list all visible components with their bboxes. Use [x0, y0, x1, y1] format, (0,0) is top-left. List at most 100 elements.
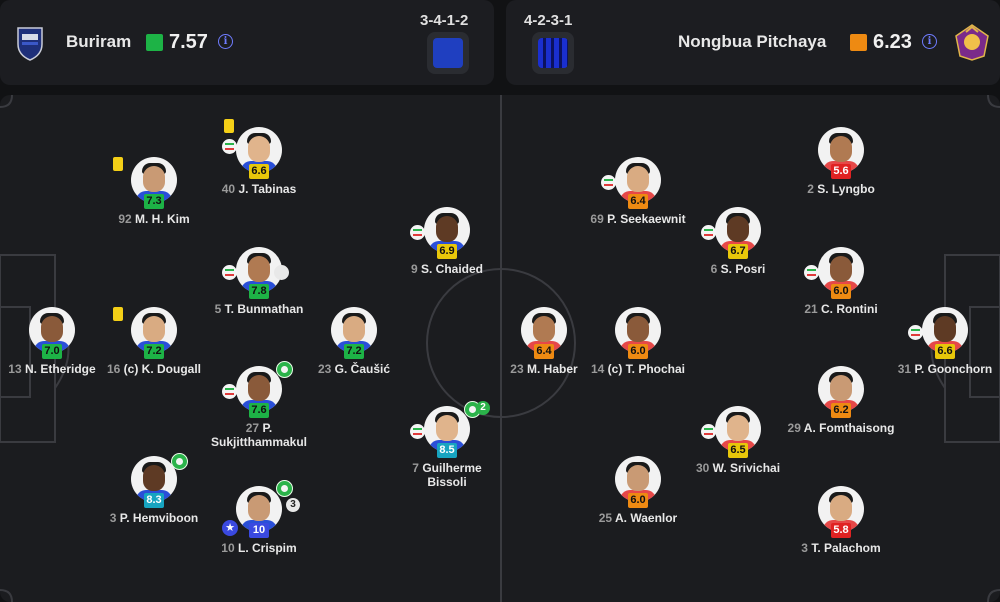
player-photo-wrap: 6.7: [701, 207, 761, 259]
player-name: G. Čaušić: [334, 362, 391, 376]
player-name: N. Etheridge: [25, 362, 96, 376]
goal-count-badge: 2: [476, 401, 490, 415]
player-face: [436, 216, 458, 242]
buriram-crest-icon: [17, 27, 43, 61]
player-name: P. Hemviboon: [119, 511, 199, 525]
player-rating-badge: 7.3: [144, 194, 164, 209]
player-rating-badge: 6.9: [437, 244, 457, 259]
player-rating-badge: 6.5: [728, 443, 748, 458]
player-name-label: 6 S. Posri: [668, 262, 808, 276]
player-rating-badge: 6.2: [831, 403, 851, 418]
player-p22[interactable]: 6.6 31 P. Goonchorn: [875, 307, 1000, 376]
player-face: [343, 316, 365, 342]
player-name-label: 3 T. Palachom: [771, 541, 911, 555]
player-photo: [29, 307, 75, 353]
player-number: 31: [897, 362, 912, 376]
player-name: L. Crispim: [238, 541, 297, 555]
player-rating-badge: 7.8: [249, 284, 269, 299]
player-name: P. Goonchorn: [914, 362, 993, 376]
assist-icon: [274, 265, 289, 280]
player-name: J. Tabinas: [238, 182, 297, 196]
substitution-icon: [410, 225, 425, 240]
player-photo-wrap: 6.0: [615, 307, 661, 359]
home-rating-indicator: [146, 34, 163, 51]
player-face: [533, 316, 555, 342]
player-name-label: 13 N. Etheridge: [0, 362, 122, 376]
player-rating-badge: 6.7: [728, 244, 748, 259]
away-formation: 4-2-3-1: [524, 12, 573, 29]
player-number: 16: [106, 362, 121, 376]
player-photo-wrap: 5.6: [818, 127, 864, 179]
player-name-label: 69 P. Seekaewnit: [583, 212, 693, 226]
player-rating-badge: 10: [249, 523, 269, 538]
player-photo-wrap: 6.6: [908, 307, 968, 359]
player-name-label: 23 M. Haber: [474, 362, 614, 376]
player-name-label: 16 (c) K. Dougall: [84, 362, 224, 376]
player-p15[interactable]: 6.4 69 P. Seekaewnit: [568, 157, 708, 226]
substitution-icon: [701, 225, 716, 240]
player-name: Guilherme Bissoli: [422, 461, 482, 489]
player-p16[interactable]: 6.7 6 S. Posri: [668, 207, 808, 276]
player-number: 25: [598, 511, 613, 525]
player-rating-badge: 8.5: [437, 443, 457, 458]
player-face: [830, 495, 852, 521]
yellow-card-icon: [113, 307, 123, 321]
player-rating-badge: 6.0: [831, 284, 851, 299]
player-name: S. Posri: [720, 262, 766, 276]
player-face: [830, 375, 852, 401]
player-face: [143, 166, 165, 192]
player-name: (c) T. Phochai: [607, 362, 686, 376]
player-number: 23: [510, 362, 524, 376]
player-photo-wrap: 6.9: [410, 207, 470, 259]
player-number: 2: [807, 182, 814, 196]
player-face: [248, 136, 270, 162]
player-p21[interactable]: 5.8 3 T. Palachom: [771, 486, 911, 555]
away-info-icon[interactable]: i: [922, 34, 937, 49]
home-formation: 3-4-1-2: [420, 12, 469, 29]
player-name-label: 10 L. Crispim: [189, 541, 329, 555]
player-photo: [236, 366, 282, 412]
away-rating-indicator: [850, 34, 867, 51]
player-face: [830, 136, 852, 162]
player-number: 40: [221, 182, 236, 196]
player-rating-badge: 5.6: [831, 164, 851, 179]
player-photo-wrap: 6.4: [601, 157, 661, 209]
player-number: 30: [695, 461, 710, 475]
substitution-icon: [804, 265, 819, 280]
away-team-name[interactable]: Nongbua Pitchaya: [678, 32, 827, 51]
substitution-icon: [410, 424, 425, 439]
substitution-icon: [908, 325, 923, 340]
player-name-label: 31 P. Goonchorn: [875, 362, 1000, 376]
substitution-icon: [222, 384, 237, 399]
player-face: [830, 256, 852, 282]
player-photo: [615, 307, 661, 353]
home-info-icon[interactable]: i: [218, 34, 233, 49]
home-shirt-icon: [433, 38, 463, 68]
player-photo-wrap: 5.8: [818, 486, 864, 538]
player-name-label: 3 P. Hemviboon: [84, 511, 224, 525]
player-name: M. Haber: [527, 362, 578, 376]
home-team-name[interactable]: Buriram: [66, 32, 132, 51]
player-face: [143, 316, 165, 342]
player-face: [248, 256, 270, 282]
goal-icon: [171, 453, 188, 470]
player-rating-badge: 6.4: [628, 194, 648, 209]
